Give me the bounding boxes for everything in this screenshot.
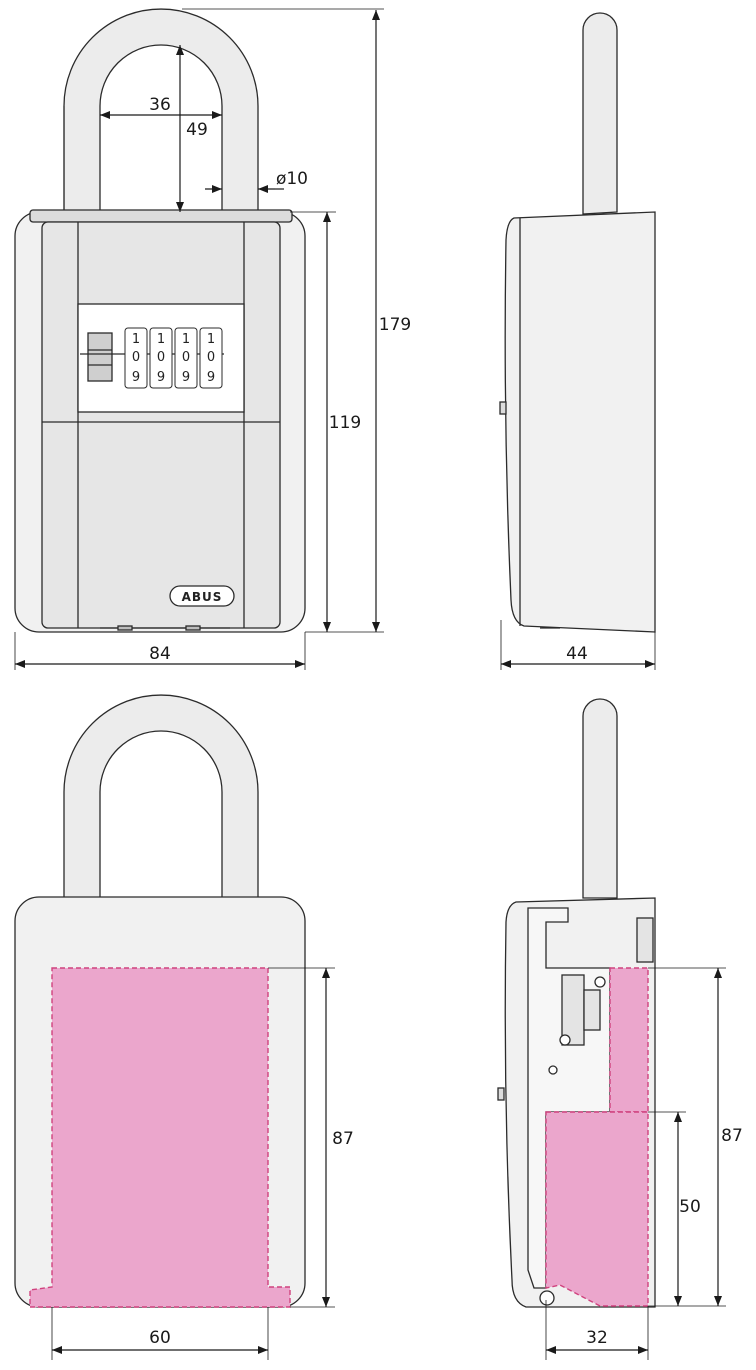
side-shackle: [582, 12, 618, 215]
dim-depth: 44: [566, 644, 588, 664]
dial-2-middle-digit: 0: [157, 350, 165, 365]
dial-2-top-digit: 1: [157, 332, 165, 347]
dial-4-top-digit: 1: [207, 332, 215, 347]
side-view: 44: [499, 12, 656, 670]
combination-dial-1: 1 0 9: [124, 327, 148, 389]
dim-side-inner-height: 87: [721, 1126, 743, 1146]
dim-inner-height: 87: [332, 1129, 354, 1149]
dim-shackle-inner-height: 49: [186, 120, 208, 140]
combination-dial-4: 1 0 9: [199, 327, 223, 389]
side-capacity-view: 87 50 32: [497, 698, 743, 1360]
brand-logo: ABUS: [182, 590, 223, 604]
front-view: 1 0 9 1 0 9 1 0 9 1 0 9 ABUS: [14, 8, 411, 670]
dim-body-height: 119: [329, 413, 361, 433]
dim-body-width: 84: [149, 644, 171, 664]
side-capacity-shackle: [582, 698, 618, 899]
dial-4-middle-digit: 0: [207, 350, 215, 365]
combination-dial-2: 1 0 9: [149, 327, 173, 389]
dial-3-middle-digit: 0: [182, 350, 190, 365]
dim-inner-width: 60: [149, 1328, 171, 1348]
dial-3-top-digit: 1: [182, 332, 190, 347]
dial-1-top-digit: 1: [132, 332, 140, 347]
dial-1-bottom-digit: 9: [132, 370, 140, 385]
dim-shackle-inner-width: 36: [149, 95, 171, 115]
side-body: [504, 211, 656, 633]
side-storage-upper: [609, 967, 649, 1113]
brand-badge: [169, 585, 235, 607]
dial-4-bottom-digit: 9: [207, 370, 215, 385]
dial-1-middle-digit: 0: [132, 350, 140, 365]
release-button: [87, 332, 113, 382]
combination-dial-3: 1 0 9: [174, 327, 198, 389]
dim-overall-height: 179: [379, 315, 411, 335]
dim-lower-height: 50: [679, 1197, 701, 1217]
dim-shackle-diameter: ø10: [276, 169, 308, 189]
dial-3-bottom-digit: 9: [182, 370, 190, 385]
front-capacity-view: 87 60: [14, 694, 354, 1360]
front-storage-area: [29, 967, 291, 1308]
front-top-plate: [29, 209, 293, 223]
front-shackle: [63, 8, 259, 213]
dim-inner-depth: 32: [586, 1328, 608, 1348]
dial-2-bottom-digit: 9: [157, 370, 165, 385]
front-capacity-shackle: [63, 694, 259, 899]
side-storage-lower: [545, 1111, 649, 1307]
